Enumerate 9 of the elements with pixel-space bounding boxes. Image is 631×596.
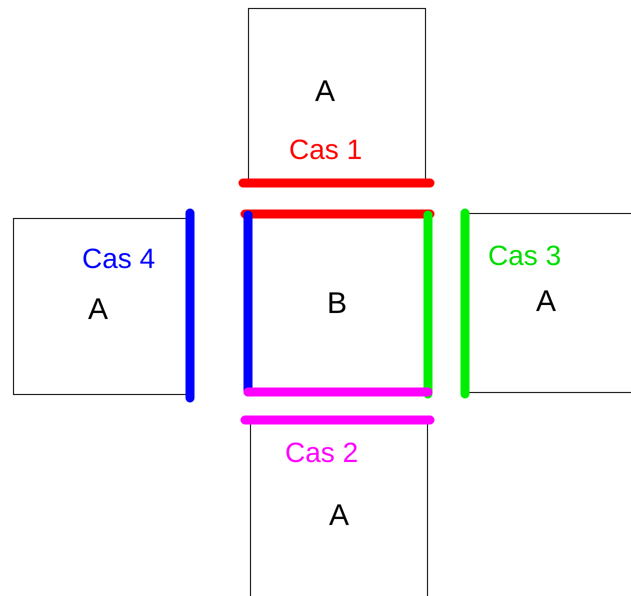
box-letter: B [327,289,348,319]
case-label: Cas 4 [82,245,156,273]
case-label: Cas 2 [285,439,358,467]
box-letter: A [88,295,108,325]
case-label: Cas 1 [289,136,362,164]
box-letter: A [536,287,556,317]
case-label: Cas 3 [488,242,562,270]
box-letter: A [329,501,350,531]
box-letter: A [315,77,336,107]
